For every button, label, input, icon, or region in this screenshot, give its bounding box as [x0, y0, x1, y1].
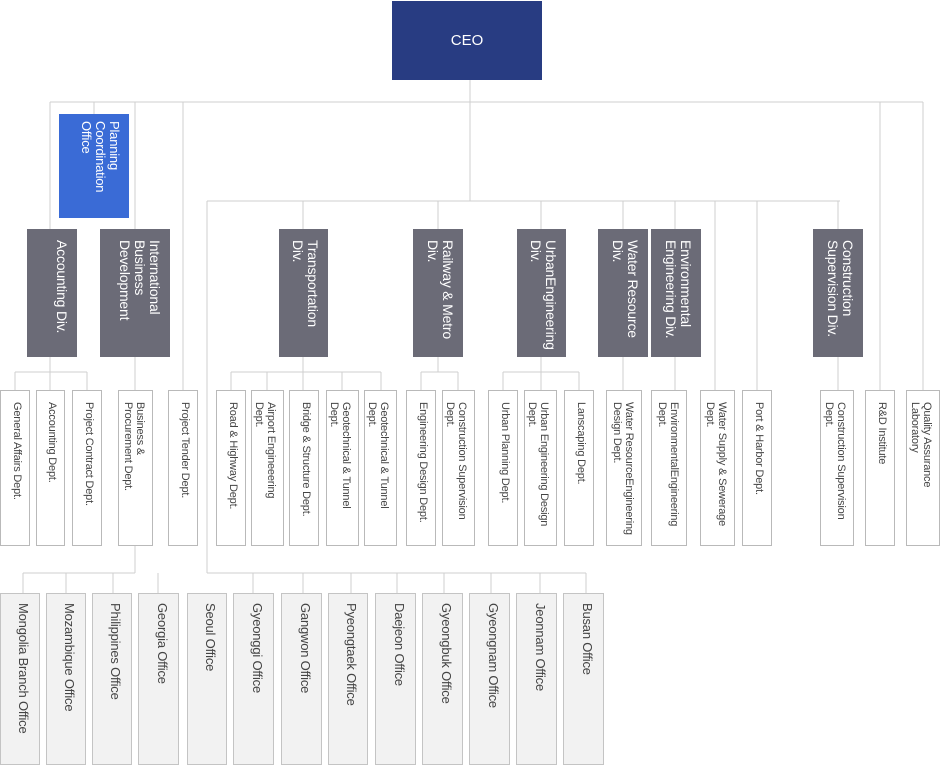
urban-engineering-design-dept: Urban Engineering Design Dept.	[524, 390, 557, 546]
accounting-dept: Accounting Dept.	[36, 390, 65, 546]
construction-supervision-division: Construction Supervision Div.	[813, 229, 863, 357]
environmental-engineering-division: Environmental Engineering Div.	[651, 229, 701, 357]
urban-planning-dept: Urban Planning Dept.	[488, 390, 518, 546]
water-resource-design-dept: Water ResourceEngineering Design Dept.	[606, 390, 642, 546]
geotechnical-tunnel-dept-2: Geotechnical & Tunnel Dept.	[364, 390, 397, 546]
georgia-office: Georgia Office	[138, 593, 179, 765]
construction-supervision-rail-dept: Construction Supervision Dept.	[442, 390, 475, 546]
railway-metro-division: Railway & Metro Div.	[413, 229, 463, 357]
transportation-division: Transportation Div.	[279, 229, 328, 357]
gyeongnam-office: Gyeongnam Office	[469, 593, 510, 765]
bridge-structure-dept: Bridge & Structure Dept.	[289, 390, 319, 546]
quality-assurance-laboratory: Quality Assurance Laboratory	[906, 390, 940, 546]
water-supply-sewerage-dept: Water Supply & Sewerage Dept.	[700, 390, 735, 546]
airport-engineering-dept: Airport Engineeering Dept.	[251, 390, 284, 546]
mongolia-branch-office: Mongolia Branch Office	[0, 593, 40, 765]
pyeongtaek-office: Pyeongtaek Office	[328, 593, 368, 765]
busan-office: Busan Office	[563, 593, 604, 765]
jeonnam-office: Jeonnam Office	[516, 593, 557, 765]
ceo-label: CEO	[450, 32, 484, 49]
rnd-institute: R&D Institute	[865, 390, 895, 546]
daejeon-office: Daejeon Office	[375, 593, 416, 765]
urban-engineering-division: UrbanEngineering Div.	[517, 229, 566, 357]
port-harbor-dept: Port & Harbor Dept.	[742, 390, 772, 546]
philippines-office: Philippines Office	[92, 593, 132, 765]
general-affairs-dept: General Affairs Dept.	[0, 390, 30, 546]
road-highway-dept: Road & Highway Dept.	[216, 390, 246, 546]
seoul-office: Seoul Office	[187, 593, 227, 765]
construction-supervision-dept: Construction Supervision Dept.	[820, 390, 854, 546]
project-tender-dept: Project Tender Dept.	[168, 390, 198, 546]
accounting-division: Accounting Div.	[27, 229, 77, 357]
business-procurement-dept: Business & Procurement Dept.	[118, 390, 153, 546]
gyeonggi-office: Gyeonggi Office	[233, 593, 274, 765]
ceo-box: CEO	[392, 1, 542, 80]
lanscaping-dept: Lanscaping Dept.	[564, 390, 594, 546]
environmental-engineering-dept: EnvironmentalEngineering Dept.	[651, 390, 687, 546]
gyeongbuk-office: Gyeongbuk Office	[422, 593, 463, 765]
engineering-design-dept: Engineering Design Dept.	[406, 390, 436, 546]
international-business-division: International Business Development	[100, 229, 170, 357]
geotechnical-tunnel-dept-1: Geotechnical & Tunnel Dept.	[326, 390, 359, 546]
gangwon-office: Gangwon Office	[281, 593, 322, 765]
mozambique-office: Mozambique Office	[46, 593, 86, 765]
water-resource-division: Water Resource Div.	[598, 229, 648, 357]
planning-coordination-office: Planning Coordination Office	[59, 114, 129, 218]
project-contract-dept: Project Contract Dept.	[72, 390, 102, 546]
